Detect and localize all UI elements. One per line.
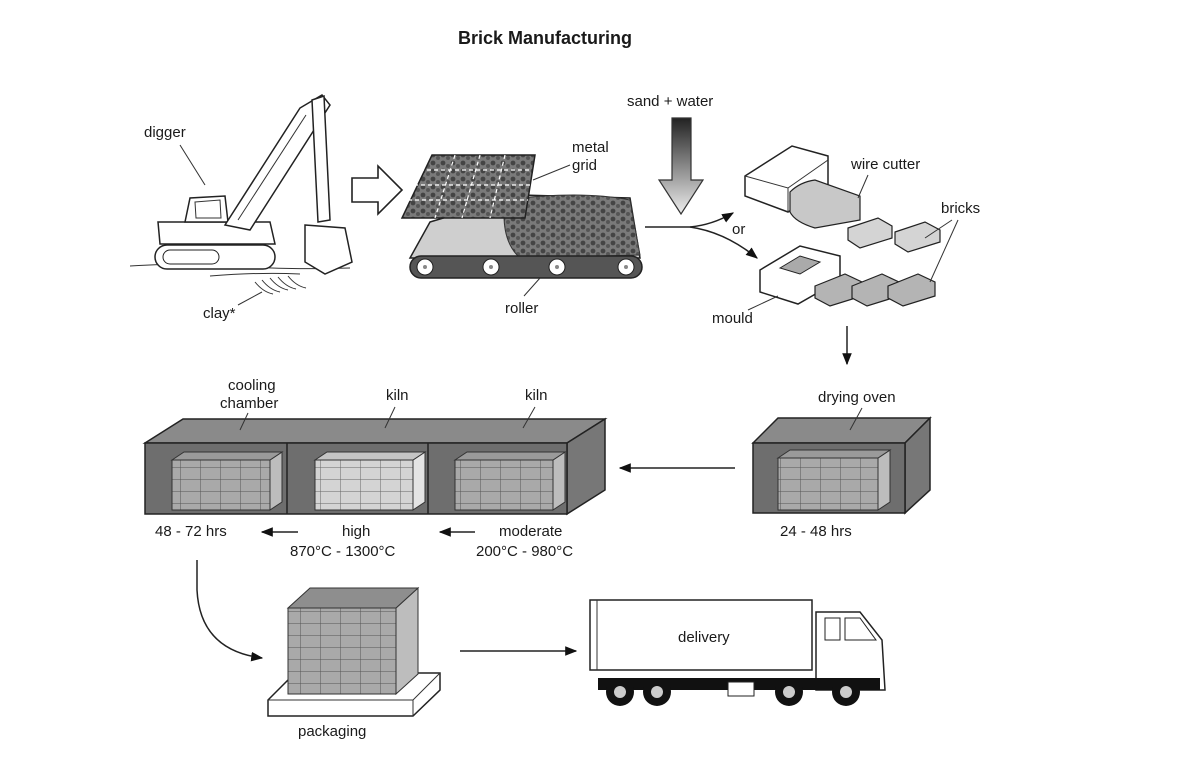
digger-leader-line [179, 144, 206, 186]
metal-grid-label-line1: metal [572, 139, 609, 156]
clay-leader-line [237, 291, 263, 306]
kiln-high-label: kiln [386, 387, 409, 404]
sand-water-down-arrow-icon [657, 117, 705, 216]
diagram-title: Brick Manufacturing [458, 28, 632, 48]
bricks-label: bricks [941, 200, 980, 217]
bricks-leader-line-1 [924, 219, 953, 239]
wire-cutter-leader-line [857, 174, 869, 199]
moderate-temp-label: 200°C - 980°C [476, 543, 573, 560]
mould-illustration [759, 245, 936, 307]
cooling-time-label: 48 - 72 hrs [155, 523, 227, 540]
conveyor-roller-illustration [400, 154, 643, 279]
kiln-tunnel-illustration [142, 417, 608, 516]
high-temp-label: 870°C - 1300°C [290, 543, 396, 560]
kiln-high-leader-line [384, 406, 396, 429]
mould-leader-line [747, 295, 779, 311]
digger-illustration [129, 94, 353, 295]
hollow-arrow-icon [351, 164, 404, 216]
cooling-chamber-label-line1: cooling [228, 377, 276, 394]
packaging-pallet-illustration [267, 586, 441, 717]
or-label: or [732, 221, 745, 238]
kiln-moderate-label: kiln [525, 387, 548, 404]
arrow-to-mould [689, 226, 758, 259]
drying-time-label: 24 - 48 hrs [780, 523, 852, 540]
delivery-label: delivery [678, 629, 730, 646]
delivery-truck-illustration [589, 599, 886, 706]
kiln-moderate-leader-line [522, 406, 536, 429]
arrow-to-wire-cutter [645, 212, 735, 228]
roller-label: roller [505, 300, 538, 317]
cooling-chamber-label-line2: chamber [220, 395, 278, 412]
bricks-leader-line-2 [929, 219, 959, 283]
drying-oven-leader-line [849, 407, 863, 431]
moderate-label: moderate [499, 523, 562, 540]
sand-water-label: sand + water [627, 93, 713, 110]
digger-label: digger [144, 124, 186, 141]
metal-grid-leader-line [532, 164, 571, 181]
wire-cutter-illustration [744, 145, 941, 253]
drying-oven-illustration [751, 416, 932, 515]
arrow-to-packaging [196, 560, 264, 662]
packaging-label: packaging [298, 723, 366, 740]
roller-leader-line [523, 277, 541, 297]
cooling-leader-line [239, 412, 249, 431]
mould-label: mould [712, 310, 753, 327]
drying-oven-label: drying oven [818, 389, 896, 406]
clay-label: clay* [203, 305, 236, 322]
high-label: high [342, 523, 370, 540]
wire-cutter-label: wire cutter [850, 156, 920, 173]
metal-grid-label-line2: grid [572, 157, 597, 174]
